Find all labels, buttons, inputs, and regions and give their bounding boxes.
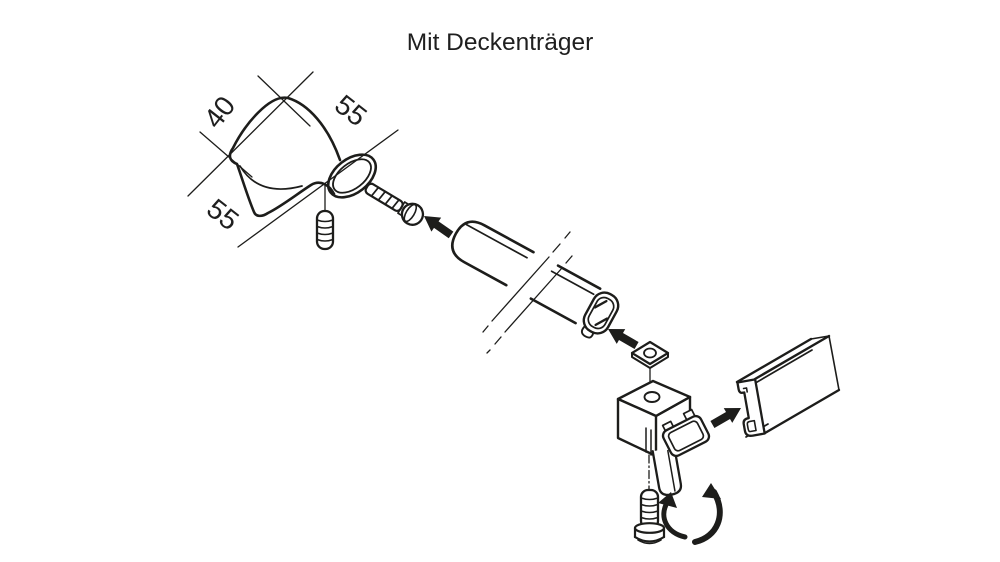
rotation-arrow	[658, 483, 723, 545]
bracket-clip	[661, 408, 711, 458]
tick-line-top	[257, 75, 311, 127]
ceiling-bracket	[616, 379, 711, 497]
fastening-screw	[364, 182, 425, 226]
assembly-arrow-bracket	[710, 408, 741, 428]
dimension-label-width: 40	[198, 90, 242, 134]
handrail-profile	[451, 220, 620, 354]
end-cap	[228, 96, 378, 218]
page-title: Mit Deckenträger	[406, 29, 594, 56]
mounting-screw	[633, 454, 666, 545]
set-screw	[315, 183, 335, 251]
extension-line-b	[237, 129, 399, 248]
break-lines	[482, 231, 573, 354]
square-nut	[630, 340, 670, 369]
dimension-lines	[187, 71, 399, 248]
assembly-arrow-nut	[608, 329, 639, 349]
bracket-tongue	[651, 446, 683, 497]
tick-line-left	[199, 131, 253, 178]
rail-end-profile	[736, 378, 766, 437]
dimension-label-top-length: 55	[329, 89, 373, 133]
extension-line-a	[187, 71, 314, 197]
dimension-label-height: 55	[201, 193, 245, 237]
ceiling-rail	[735, 334, 841, 438]
assembly-arrow-screw	[424, 216, 454, 239]
handrail-end-face	[580, 291, 620, 339]
